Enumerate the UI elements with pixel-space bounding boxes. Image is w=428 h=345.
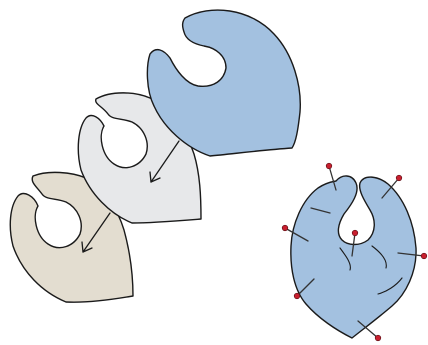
pinned-pattern-piece [290, 175, 417, 339]
blue-pattern-piece [146, 9, 301, 157]
sewing-pin-icon [381, 174, 403, 199]
arrow-icon-gray-to-tan [81, 212, 111, 253]
sewing-pin-icon [397, 252, 428, 260]
sewing-pin-icon [310, 207, 331, 214]
sewing-pin-icon [351, 229, 359, 257]
pinned-piece-outline [290, 175, 417, 339]
fabric-wrinkle [339, 247, 351, 271]
sewing-pin-icon [293, 278, 315, 300]
tan-pattern-piece [9, 171, 134, 303]
blue-piece-outline [146, 9, 301, 157]
arrow-icon-blue-to-gray [149, 140, 180, 183]
sewing-pin-icon [281, 224, 309, 242]
fabric-wrinkle [371, 245, 387, 269]
fabric-wrinkle [377, 277, 403, 295]
tan-piece-outline [9, 171, 134, 303]
sewing-pin-icon [325, 162, 337, 191]
sewing-pin-icon [357, 320, 382, 342]
